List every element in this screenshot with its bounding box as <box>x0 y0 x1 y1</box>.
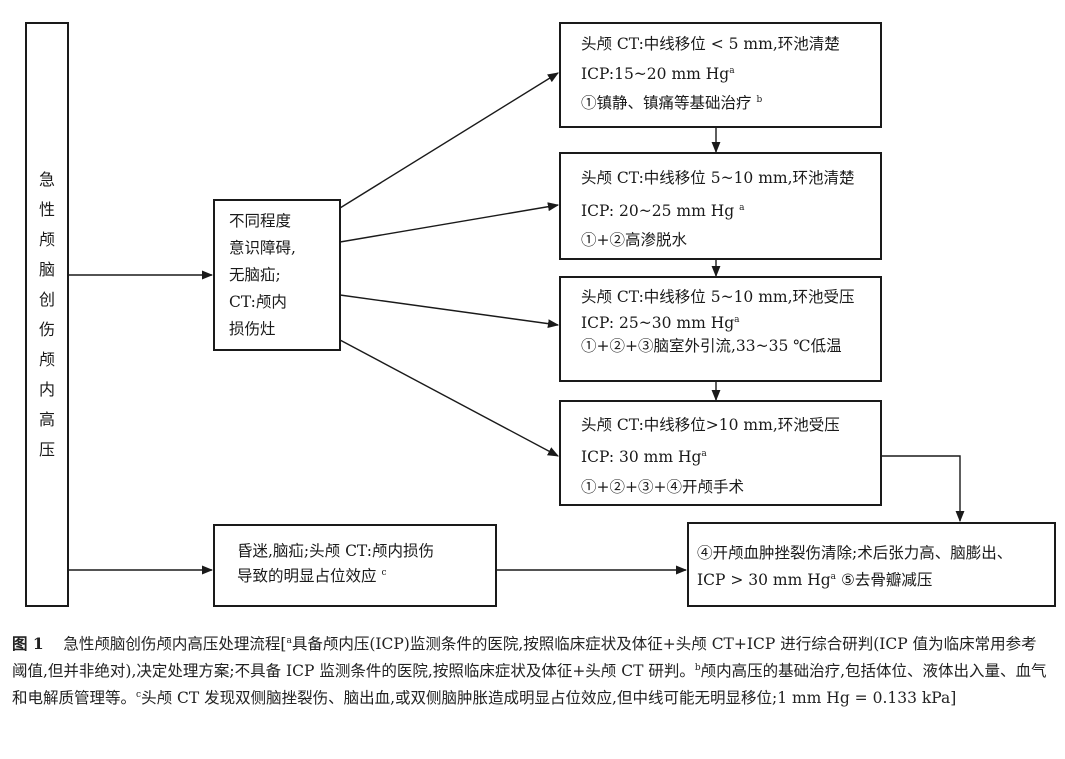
caption-label: 图 1 <box>12 634 44 653</box>
arrow-middle-to-stage1 <box>339 72 559 209</box>
middle-line: 意识障碍, <box>229 238 296 257</box>
stage4-treatment-line: ①+②+③+④开颅手术 <box>581 478 744 496</box>
stage2-box: 头颅 CT:中线移位 5~10 mm,环池清楚 ICP: 20~25 mm Hg… <box>559 152 882 260</box>
arrow-left-to-coma <box>46 565 214 606</box>
stage1-treatment-line: ①镇静、镇痛等基础治疗 b <box>581 94 763 112</box>
figure-caption: 图 1 急性颅脑创伤颅内高压处理流程[a具备颅内压(ICP)监测条件的医院,按照… <box>12 634 1047 707</box>
left-box-char: 性 <box>38 199 55 219</box>
final-surgery-box: ④开颅血肿挫裂伤清除;术后张力高、脑膨出、 ICP > 30 mm Hga ⑤去… <box>687 522 1056 607</box>
arrow-middle-to-stage3 <box>339 294 560 329</box>
middle-box-conditions: 不同程度 意识障碍, 无脑疝; CT:颅内 损伤灶 <box>213 199 341 351</box>
left-box-char: 急 <box>38 169 55 189</box>
left-box-char: 高 <box>38 409 55 429</box>
left-box-char: 颅 <box>38 349 55 369</box>
stage1-box: 头颅 CT:中线移位 < 5 mm,环池清楚 ICP:15~20 mm Hga … <box>559 22 882 128</box>
stage4-ct-line: 头颅 CT:中线移位>10 mm,环池受压 <box>581 416 840 434</box>
arrow-middle-to-stage4 <box>339 339 559 457</box>
coma-box: 昏迷,脑疝;头颅 CT:颅内损伤 导致的明显占位效应 c <box>213 524 497 607</box>
stage3-box: 头颅 CT:中线移位 5~10 mm,环池受压 ICP: 25~30 mm Hg… <box>559 276 882 382</box>
left-box-char: 颅 <box>38 229 55 249</box>
middle-line: 无脑疝; <box>229 265 281 284</box>
stage4-icp-line: ICP: 30 mm Hga <box>581 448 707 466</box>
left-box-char: 脑 <box>38 259 55 279</box>
stage3-ct-line: 头颅 CT:中线移位 5~10 mm,环池受压 <box>581 288 855 306</box>
middle-line: 损伤灶 <box>229 319 276 338</box>
arrow-stage4-to-final <box>881 455 965 523</box>
stage3-icp-line: ICP: 25~30 mm Hga <box>581 314 740 332</box>
caption-text-a: 具备颅内压(ICP)监测条件的医院,按照临床症状及体征+头颅 CT+ICP 进行… <box>12 635 1037 680</box>
left-box-char: 伤 <box>38 319 55 339</box>
left-box-char: 创 <box>38 289 55 309</box>
caption-text-start: 急性颅脑创伤颅内高压处理流程[ <box>63 635 287 653</box>
stage1-icp-line: ICP:15~20 mm Hga <box>581 65 735 83</box>
stage3-treatment-line: ①+②+③脑室外引流,33~35 ℃低温 <box>581 337 842 355</box>
coma-line1: 昏迷,脑疝;头颅 CT:颅内损伤 <box>237 542 434 560</box>
middle-line: CT:颅内 <box>229 292 287 311</box>
stage2-treatment-line: ①+②高渗脱水 <box>581 231 687 249</box>
left-box-char: 压 <box>38 439 55 459</box>
left-box-acute-icp: 急 性 颅 脑 创 伤 颅 内 高 压 <box>25 22 69 607</box>
stage1-ct-line: 头颅 CT:中线移位 < 5 mm,环池清楚 <box>581 35 840 53</box>
stage4-box: 头颅 CT:中线移位>10 mm,环池受压 ICP: 30 mm Hga ①+②… <box>559 400 882 506</box>
caption-text-b: 颅内高压的基础治疗,包括体位、液体出入量、血气和电解质管理等。 <box>12 662 1047 707</box>
coma-line2: 导致的明显占位效应 c <box>237 567 387 585</box>
caption-text-c: 头颅 CT 发现双侧脑挫裂伤、脑出血,或双侧脑肿胀造成明显占位效应,但中线可能无… <box>141 689 957 707</box>
middle-line: 不同程度 <box>229 211 292 230</box>
final-line1: ④开颅血肿挫裂伤清除;术后张力高、脑膨出、 <box>697 544 1013 562</box>
stage2-icp-line: ICP: 20~25 mm Hg a <box>581 202 745 220</box>
stage2-ct-line: 头颅 CT:中线移位 5~10 mm,环池清楚 <box>581 169 855 187</box>
left-box-char: 内 <box>38 379 55 399</box>
arrow-middle-to-stage2 <box>339 202 560 243</box>
final-line2: ICP > 30 mm Hga ⑤去骨瓣减压 <box>697 571 933 589</box>
